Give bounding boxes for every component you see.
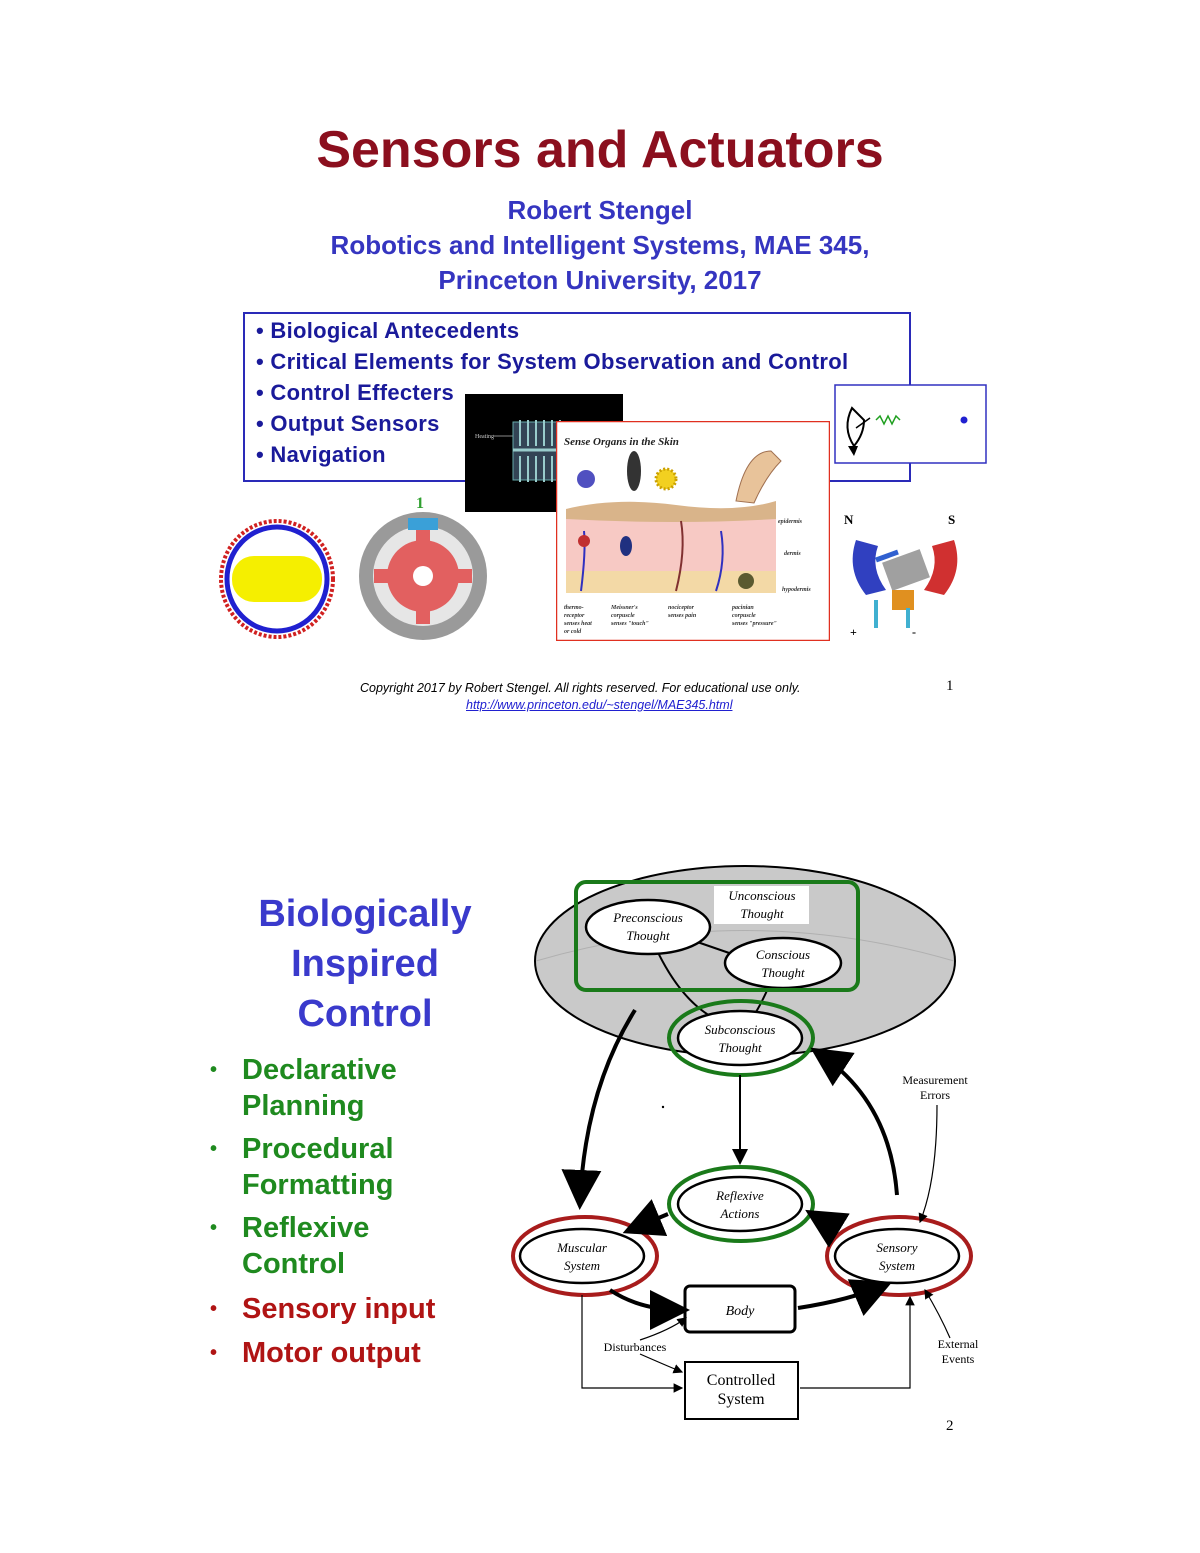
radar-dish-image	[834, 384, 987, 464]
topic-item: • Control Effecters	[256, 380, 454, 405]
svg-text:Sense Organs in the Skin: Sense Organs in the Skin	[564, 436, 679, 448]
svg-text:Errors: Errors	[920, 1088, 950, 1102]
slide2-heading-line: Inspired	[291, 943, 439, 985]
page-number: 2	[946, 1418, 954, 1434]
topic-item: • Biological Antecedents	[256, 318, 520, 343]
svg-text:Conscious: Conscious	[756, 947, 810, 962]
svg-text:pacinian: pacinian	[731, 605, 754, 611]
svg-text:N: N	[844, 512, 854, 527]
svg-text:hypodermis: hypodermis	[782, 587, 811, 593]
control-hierarchy-diagram: Unconscious Thought Preconscious Thought…	[511, 865, 979, 1420]
course-url-link[interactable]: http://www.princeton.edu/~stengel/MAE345…	[466, 698, 733, 712]
svg-text:-: -	[912, 625, 916, 639]
svg-text:1: 1	[416, 495, 424, 512]
svg-text:or cold: or cold	[564, 629, 582, 635]
topic-item: • Critical Elements for System Observati…	[256, 349, 849, 374]
skin-sense-organs-image: Sense Organs in the Skin epidermis dermi…	[556, 421, 830, 641]
svg-text:System: System	[879, 1258, 915, 1273]
svg-text:Thought: Thought	[718, 1040, 762, 1055]
svg-text:dermis: dermis	[784, 551, 801, 557]
bullet-sensory-input: • Sensory input	[210, 1293, 436, 1325]
svg-text:Preconscious: Preconscious	[612, 910, 683, 925]
svg-text:corpuscle: corpuscle	[611, 613, 635, 619]
svg-text:receptor: receptor	[564, 613, 585, 619]
slide2-heading-line: Biologically	[258, 893, 472, 935]
svg-text:thermo-: thermo-	[564, 605, 584, 611]
svg-text:Thought: Thought	[761, 965, 805, 980]
svg-text:External: External	[938, 1337, 979, 1351]
svg-text:Actions: Actions	[720, 1206, 760, 1221]
svg-text:System: System	[717, 1391, 765, 1408]
svg-text:Subconscious: Subconscious	[705, 1022, 776, 1037]
svg-text:Thought: Thought	[740, 906, 784, 921]
svg-text:Events: Events	[942, 1352, 975, 1366]
svg-text:epidermis: epidermis	[778, 519, 803, 525]
dc-motor-image: N S + -	[844, 512, 958, 639]
svg-text:nociceptor: nociceptor	[668, 605, 695, 611]
slide1-author: Robert Stengel	[507, 195, 693, 225]
slide2-heading-line: Control	[297, 993, 433, 1035]
slide1-institution: Princeton University, 2017	[438, 265, 762, 295]
svg-text:System: System	[564, 1258, 600, 1273]
svg-text:corpuscle: corpuscle	[732, 613, 756, 619]
svg-text:Reflexive: Reflexive	[715, 1188, 764, 1203]
svg-text:Muscular: Muscular	[556, 1240, 608, 1255]
svg-text:senses heat: senses heat	[563, 621, 592, 627]
svg-text:senses pain: senses pain	[667, 613, 697, 619]
svg-text:+: +	[850, 625, 857, 639]
svg-text:S: S	[948, 512, 955, 527]
svg-text:Sensory: Sensory	[876, 1240, 917, 1255]
svg-text:Controlled: Controlled	[707, 1372, 775, 1389]
svg-text:Unconscious: Unconscious	[728, 888, 795, 903]
svg-text:Thought: Thought	[626, 928, 670, 943]
topic-item: • Output Sensors	[256, 411, 440, 436]
copyright-notice: Copyright 2017 by Robert Stengel. All ri…	[360, 681, 801, 695]
page-number: 1	[946, 678, 954, 694]
bullet-declarative-planning: • Declarative Planning	[210, 1054, 397, 1122]
slide1-course: Robotics and Intelligent Systems, MAE 34…	[330, 230, 870, 260]
svg-text:senses "touch": senses "touch"	[610, 621, 649, 627]
svg-text:Measurement: Measurement	[902, 1073, 968, 1087]
harmonic-drive-image	[219, 519, 335, 639]
svg-text:Body: Body	[726, 1304, 756, 1319]
bullet-motor-output: • Motor output	[210, 1337, 421, 1369]
topic-item: • Navigation	[256, 442, 386, 467]
svg-text:Disturbances: Disturbances	[604, 1340, 667, 1354]
slide1-title: Sensors and Actuators	[316, 121, 884, 179]
svg-text:Heating: Heating	[475, 434, 494, 440]
bullet-procedural-formatting: • Procedural Formatting	[210, 1133, 394, 1201]
svg-text:Meissner's: Meissner's	[610, 605, 638, 611]
svg-text:senses "pressure": senses "pressure"	[731, 621, 777, 627]
bullet-reflexive-control: • Reflexive Control	[210, 1212, 370, 1280]
stepper-motor-image: 1	[359, 495, 487, 640]
